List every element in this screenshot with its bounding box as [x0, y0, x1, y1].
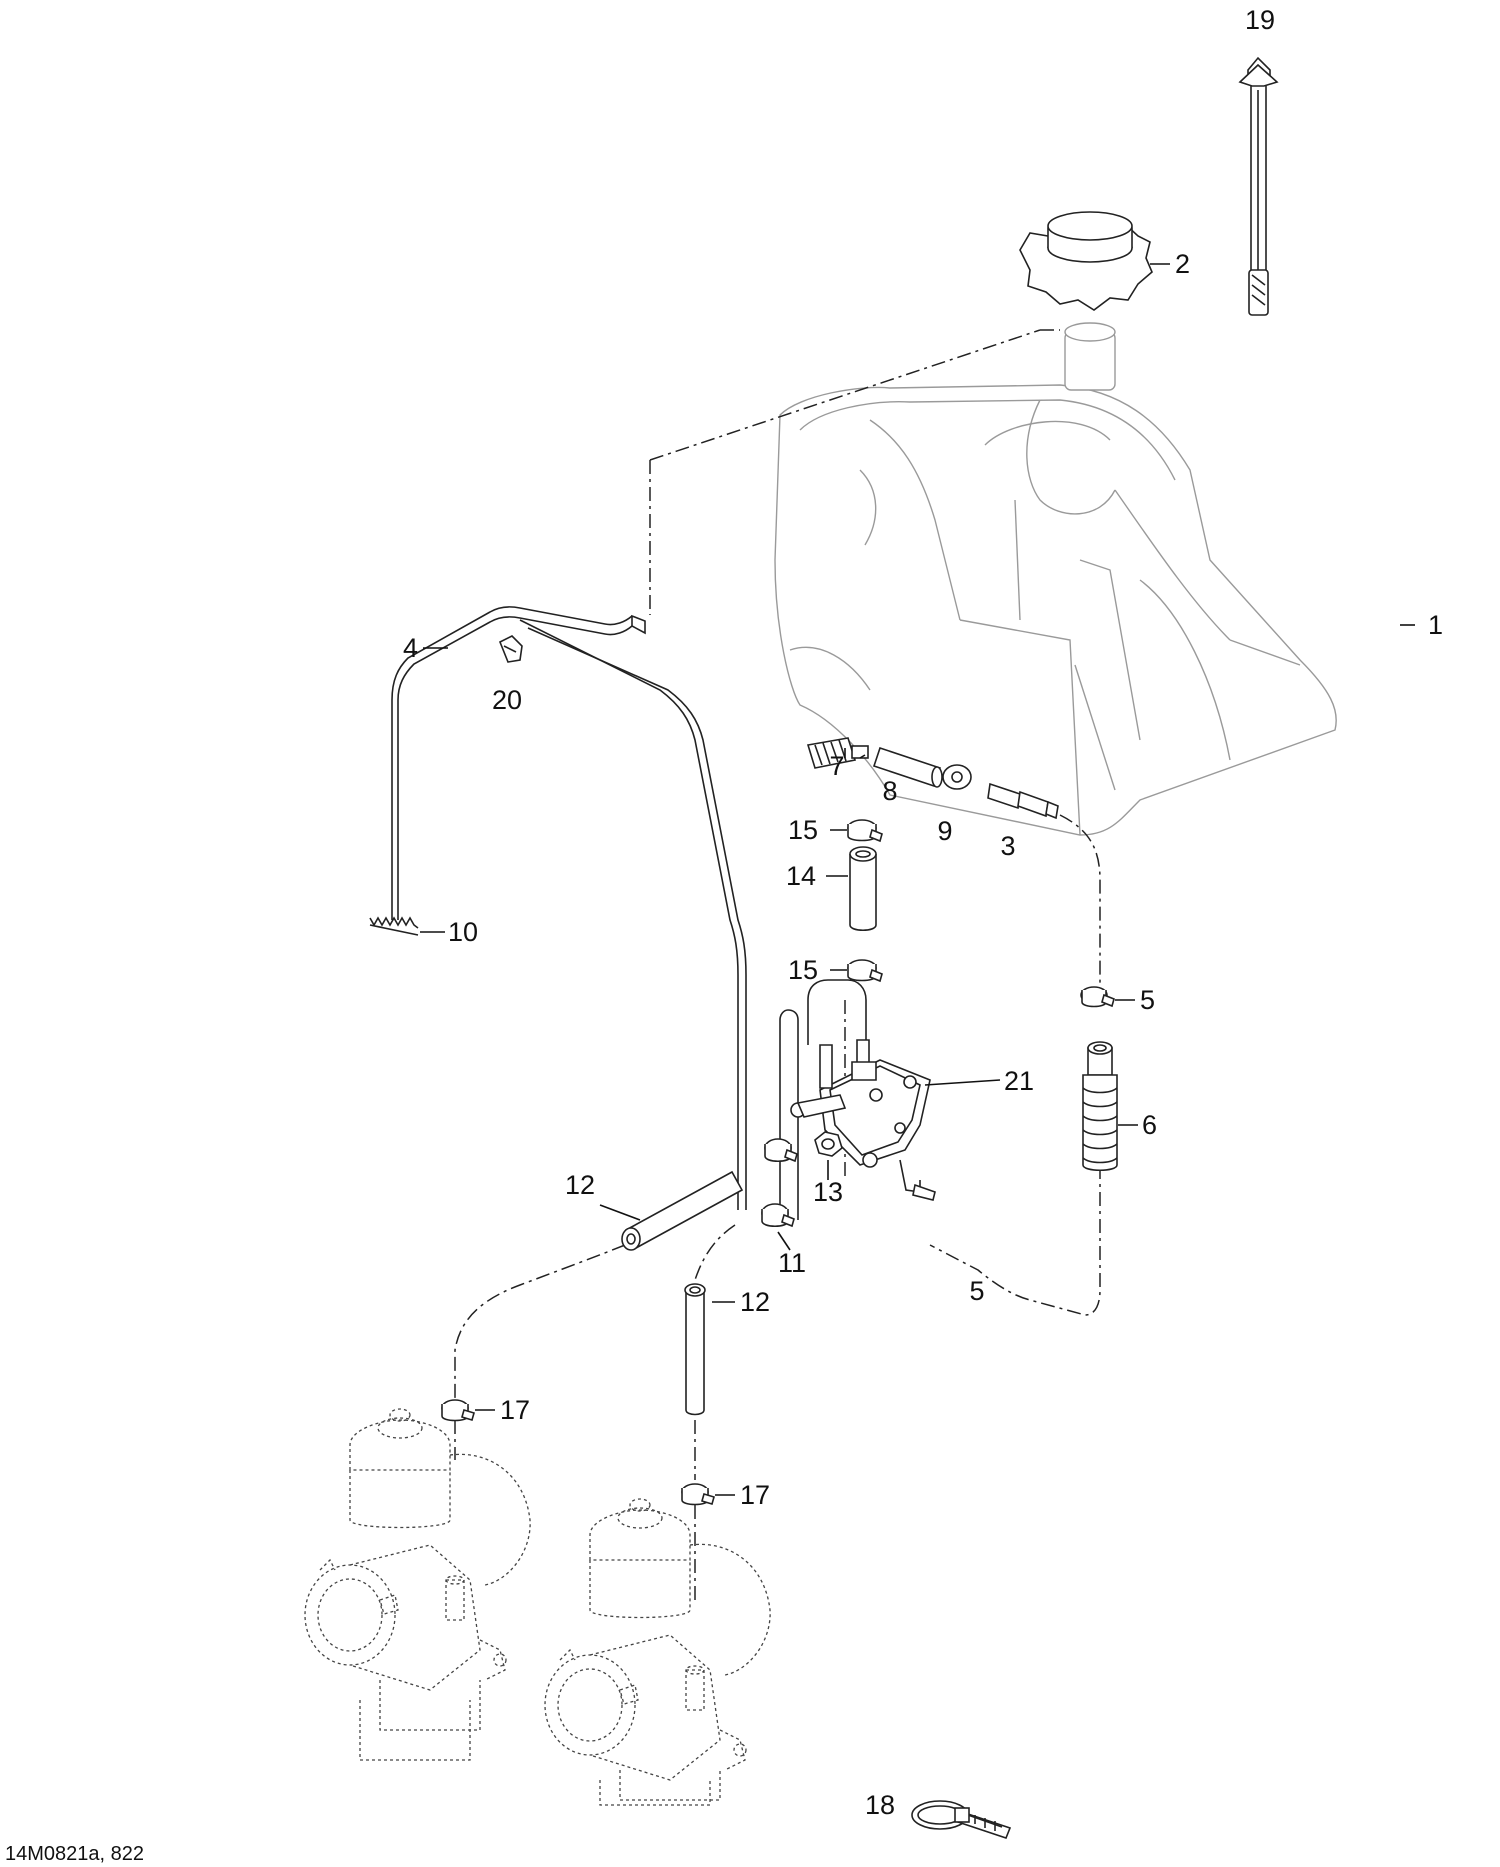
callout-11: 11: [778, 1248, 806, 1278]
fuel-tank-part-1: [774, 322, 1415, 836]
callout-5-lower: 5: [969, 1276, 984, 1306]
callout-9: 9: [937, 816, 952, 846]
hose-routing-dashed-lines: [454, 329, 1101, 1600]
callout-4: 4: [403, 633, 418, 663]
callout-1: 1: [1428, 610, 1443, 640]
callout-5-upper: 5: [1140, 985, 1155, 1015]
callout-3: 3: [1000, 831, 1015, 861]
clamps-part-11: [761, 1138, 798, 1251]
callout-18: 18: [865, 1790, 895, 1820]
clamp-part-5-upper: [1080, 986, 1135, 1008]
carburetor-right: [544, 1498, 771, 1806]
callout-13: 13: [813, 1177, 843, 1207]
callout-2: 2: [1175, 249, 1190, 279]
callout-12-diagonal: 12: [565, 1170, 595, 1200]
callout-20: 20: [492, 685, 522, 715]
callout-17-left: 17: [500, 1395, 530, 1425]
callout-12-vertical: 12: [740, 1287, 770, 1317]
drawing-reference-code: 14M0821a, 822: [5, 1843, 144, 1865]
fuel-line-part-4: [391, 606, 747, 1210]
callout-15-upper: 15: [788, 815, 818, 845]
callout-7: 7: [829, 751, 844, 781]
callout-15-lower: 15: [788, 955, 818, 985]
callout-6: 6: [1142, 1110, 1157, 1140]
callout-21: 21: [1004, 1066, 1034, 1096]
callout-17-right: 17: [740, 1480, 770, 1510]
rod-part-19: [1238, 56, 1279, 316]
nut-part-13: [814, 1131, 843, 1180]
callout-labels: 1 2 3 4 5 5 6 7 8 9 10 11 12 12 13 14 15…: [403, 5, 1443, 1820]
spring-part-10: [369, 916, 445, 936]
callout-14: 14: [786, 861, 816, 891]
callout-8: 8: [882, 776, 897, 806]
carburetor-left: [304, 1408, 531, 1761]
callout-19: 19: [1245, 5, 1275, 35]
outlet-assembly-parts-7-8-9-3: [806, 737, 1059, 820]
fuel-pump-part-21: [779, 979, 1001, 1220]
fuel-cap-part-2: [1019, 211, 1170, 311]
hose-part-12-diagonal: [599, 1170, 744, 1251]
hose-part-12-vertical: [684, 1283, 735, 1416]
clamps-part-17: [441, 1399, 735, 1506]
tie-strap-part-18: [911, 1800, 1012, 1839]
protective-hose-part-6: [1082, 1041, 1138, 1172]
callout-10: 10: [448, 917, 478, 947]
hose-clamps-parts-15-14: [826, 819, 883, 983]
clip-part-20: [498, 635, 523, 663]
